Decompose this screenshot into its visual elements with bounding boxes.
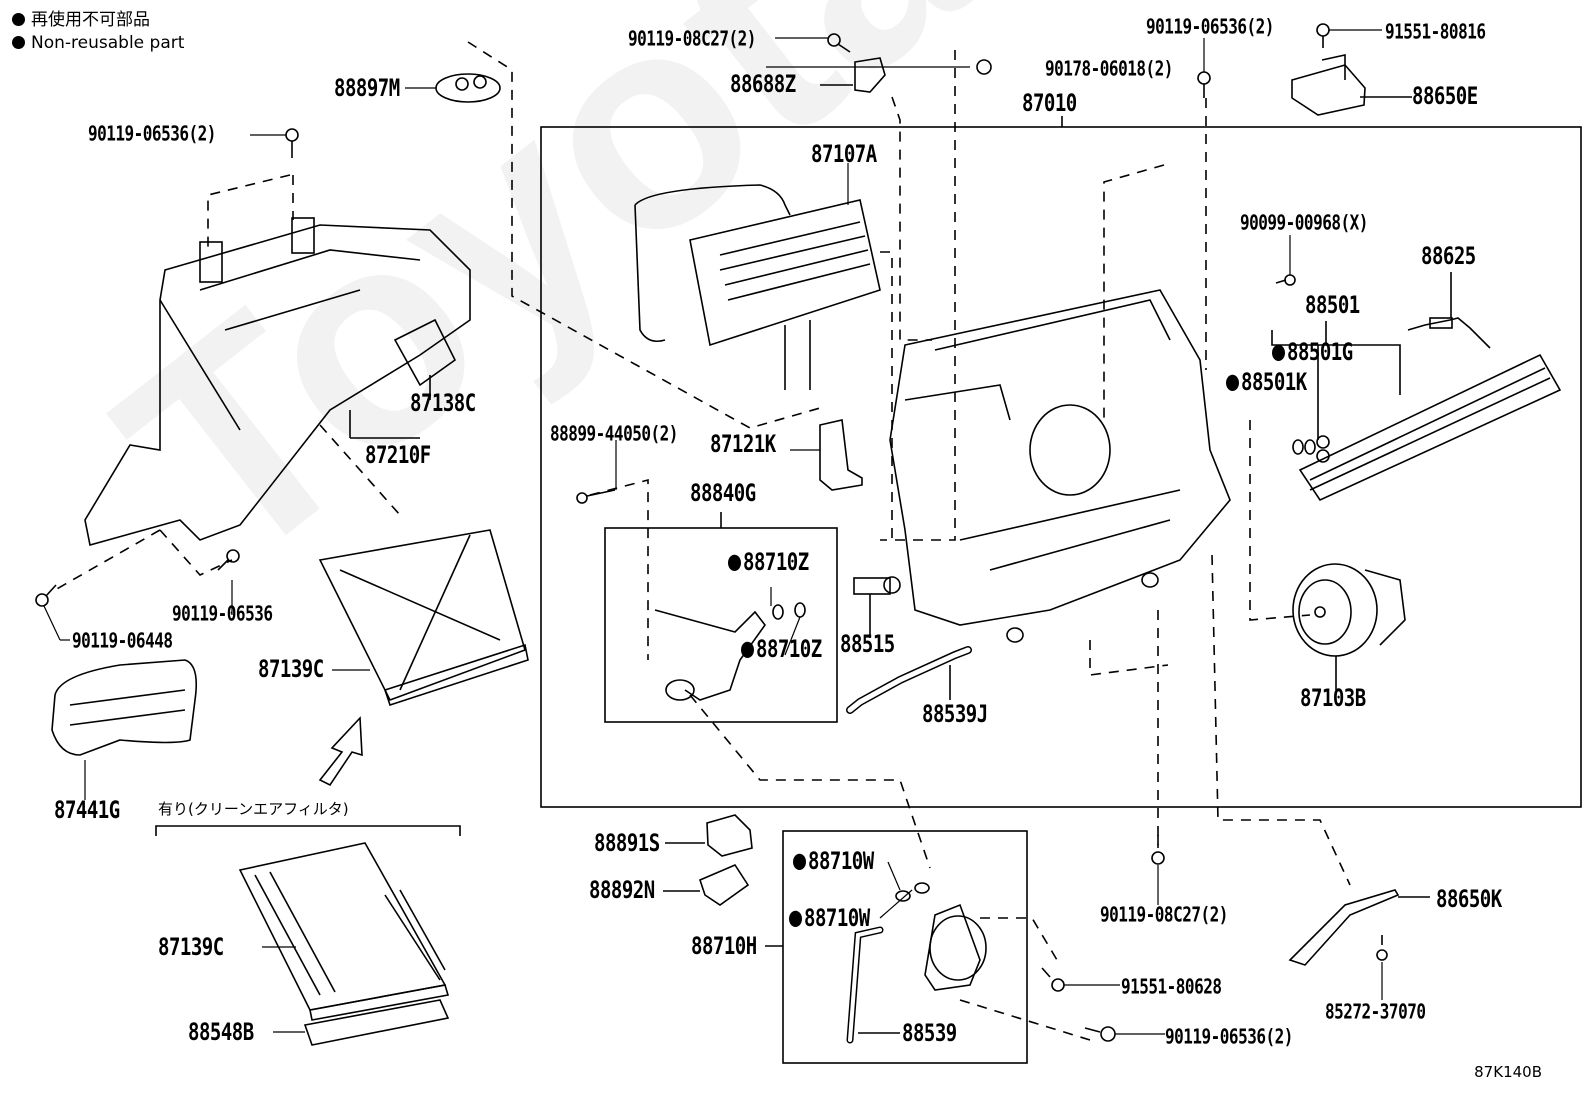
part-label-88899-44050-2[interactable]: 88899-44050(2) (550, 421, 678, 446)
non-reusable-icon (793, 853, 806, 870)
fasteners (35, 23, 1388, 1042)
part-label-88688Z[interactable]: 88688Z (730, 70, 796, 98)
part-label-90119-06536-2-bottom[interactable]: 90119-06536(2) (1165, 1024, 1293, 1049)
part-87441G (51, 659, 198, 756)
part-label-90119-08C27-2-bottom[interactable]: 90119-08C27(2) (1100, 902, 1228, 927)
part-88650K (1288, 889, 1400, 966)
non-reusable-icon (1272, 344, 1285, 361)
bracket-filter-option (155, 825, 461, 836)
part-88710H-valve (924, 903, 987, 991)
part-88892N (699, 863, 750, 906)
part-label-88548B[interactable]: 88548B (188, 1018, 254, 1046)
part-label-90119-06448[interactable]: 90119-06448 (72, 628, 173, 653)
part-label-87103B[interactable]: 87103B (1300, 684, 1366, 712)
part-label-88891S[interactable]: 88891S (594, 829, 660, 857)
part-88688Z (854, 57, 886, 93)
part-label-88710Z-lower[interactable]: 88710Z (741, 637, 822, 662)
part-label-88501K[interactable]: 88501K (1226, 370, 1307, 395)
part-label-87139C-frame[interactable]: 87139C (258, 655, 324, 683)
bullet-icon (12, 13, 25, 26)
non-reusable-icon (741, 641, 754, 658)
part-label-91551-80628[interactable]: 91551-80628 (1121, 974, 1222, 999)
legend-jp: 再使用不可部品 (12, 12, 150, 29)
part-88548B (303, 999, 450, 1046)
part-label-85272-37070[interactable]: 85272-37070 (1325, 999, 1426, 1024)
part-label-90119-08C27-2[interactable]: 90119-08C27(2) (628, 26, 756, 51)
leader-lines (43, 29, 1383, 1035)
non-reusable-icon (1226, 374, 1239, 391)
part-label-87010[interactable]: 87010 (1022, 89, 1077, 117)
part-label-88840G[interactable]: 88840G (690, 479, 756, 507)
direction-arrow (318, 716, 363, 787)
part-label-88710H[interactable]: 88710H (691, 932, 757, 960)
part-label-88515[interactable]: 88515 (840, 630, 895, 658)
part-87210F (84, 217, 471, 547)
part-label-88650K[interactable]: 88650K (1436, 885, 1502, 913)
part-label-88539J[interactable]: 88539J (922, 700, 988, 728)
bracket-88501 (1271, 330, 1401, 395)
part-label-88625[interactable]: 88625 (1421, 242, 1476, 270)
part-87010-case (889, 289, 1231, 643)
part-87107A (634, 184, 881, 390)
part-label-90178-06018-2[interactable]: 90178-06018(2) (1045, 56, 1173, 81)
part-87139C-frame (318, 529, 529, 707)
non-reusable-icon (789, 910, 802, 927)
part-label-88710W-upper[interactable]: 88710W (793, 849, 874, 874)
part-label-87139C-filter[interactable]: 87139C (158, 933, 224, 961)
part-87121K (819, 419, 863, 491)
part-label-88501G[interactable]: 88501G (1272, 340, 1353, 365)
part-88897M (435, 73, 501, 103)
part-87139C-filter (238, 842, 450, 1021)
part-label-87441G[interactable]: 87441G (54, 796, 120, 824)
part-88501 (1298, 353, 1562, 502)
part-label-88501[interactable]: 88501 (1305, 291, 1360, 319)
part-label-87121K[interactable]: 87121K (710, 430, 776, 458)
part-label-88710W-lower[interactable]: 88710W (789, 906, 870, 931)
legend-en: Non-reusable part (12, 35, 184, 52)
part-label-88710Z-upper[interactable]: 88710Z (728, 550, 809, 575)
part-label-88897M[interactable]: 88897M (334, 74, 400, 102)
dashed-guides (54, 41, 1351, 1041)
bullet-icon (12, 36, 25, 49)
subassembly-box-88710H (782, 830, 1028, 1064)
part-87103B (1292, 563, 1406, 657)
part-label-88650E[interactable]: 88650E (1412, 82, 1478, 110)
part-label-90119-06536-2-top[interactable]: 90119-06536(2) (1146, 14, 1274, 39)
part-label-90099-00968-X[interactable]: 90099-00968(X) (1240, 210, 1368, 235)
part-label-90119-06536[interactable]: 90119-06536 (172, 601, 273, 626)
part-label-90119-06536-2[interactable]: 90119-06536(2) (88, 121, 216, 146)
assembly-frame-87010 (540, 126, 1582, 808)
part-label-88892N[interactable]: 88892N (589, 876, 655, 904)
part-label-91551-80816[interactable]: 91551-80816 (1385, 19, 1486, 44)
part-88840G-tube (654, 609, 766, 701)
part-88650E (1291, 54, 1366, 116)
part-88625 (1407, 317, 1491, 349)
filter-option-note: 有り(クリーンエアフィルタ) (158, 800, 349, 818)
part-88515 (853, 577, 891, 595)
non-reusable-icon (728, 554, 741, 571)
diagram-code: 87K140B (1474, 1063, 1542, 1081)
part-label-87107A[interactable]: 87107A (811, 140, 877, 168)
part-88891S (706, 814, 753, 857)
part-label-88539[interactable]: 88539 (902, 1019, 957, 1047)
part-label-87138C[interactable]: 87138C (410, 389, 476, 417)
part-label-87210F[interactable]: 87210F (365, 441, 431, 469)
